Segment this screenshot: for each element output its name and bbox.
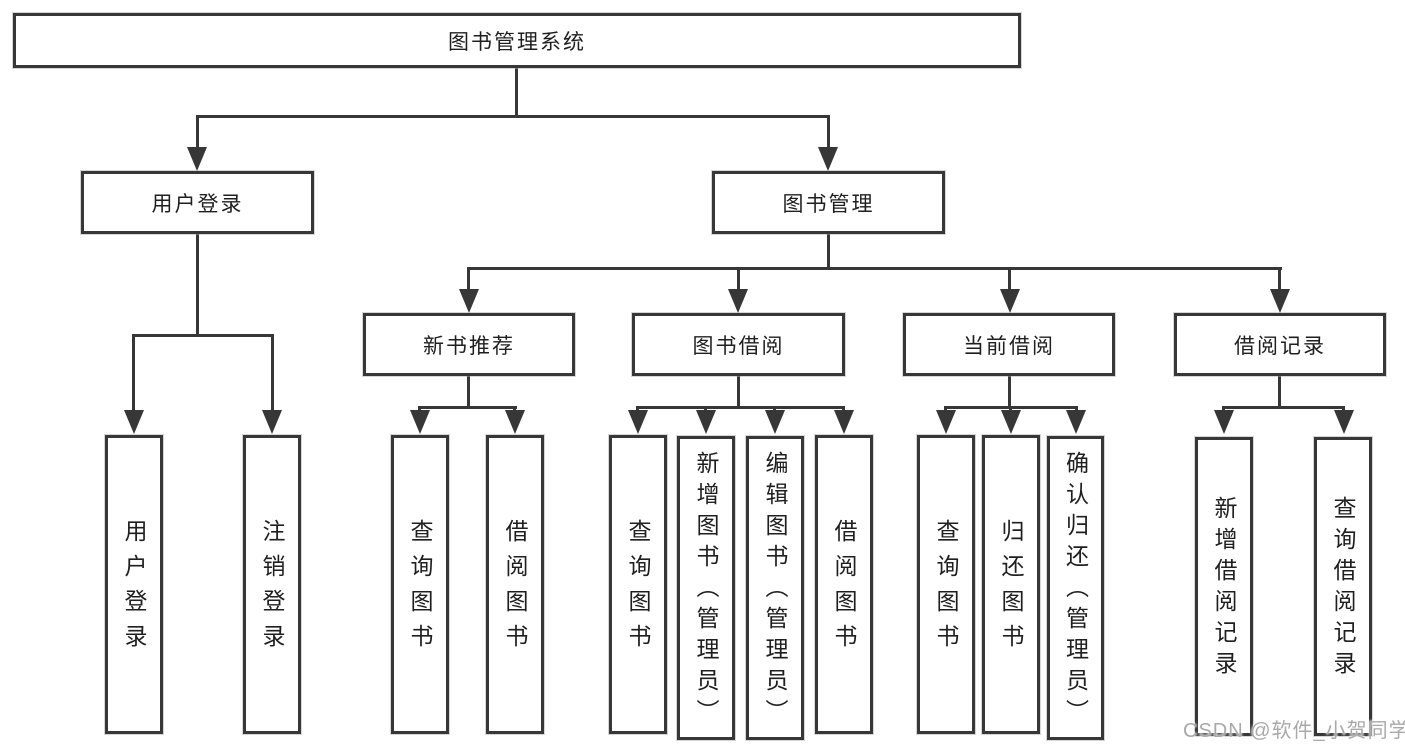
node-label: 新书推荐 xyxy=(423,334,515,358)
leaf-label: 新增图书（管理员） xyxy=(693,451,719,730)
node-label: 图书管理系统 xyxy=(448,30,586,54)
connector-drop-book-borrow xyxy=(737,267,740,291)
connector-borrowrecords-branch xyxy=(1222,406,1345,409)
arrowhead-nb2 xyxy=(505,410,525,434)
arrowhead-cb3 xyxy=(1066,410,1086,434)
node-label: 图书借阅 xyxy=(692,334,785,358)
node-label: 借阅记录 xyxy=(1234,334,1326,358)
leaf-label: 确认归还（管理员） xyxy=(1062,451,1089,730)
arrowhead-current-borrow xyxy=(1000,289,1020,313)
leaf-label: 用户登录 xyxy=(121,518,147,659)
leaf-label: 新增借阅记录 xyxy=(1211,496,1237,682)
leaf-label: 归还图书 xyxy=(998,518,1024,659)
arrowhead-bb3 xyxy=(765,410,785,434)
connector-userlogin-branch xyxy=(132,334,274,337)
leaf-label: 借阅图书 xyxy=(502,518,528,659)
leaf-edit-books-admin: 编辑图书（管理员） xyxy=(746,436,804,740)
arrowhead-cb1 xyxy=(936,410,956,434)
leaf-borrow-books-newbooks: 借阅图书 xyxy=(486,435,544,734)
leaf-return-books: 归还图书 xyxy=(982,435,1040,734)
leaf-user-login: 用户登录 xyxy=(105,435,163,734)
connector-bookmgmt-stem xyxy=(827,234,830,270)
connector-level3-branch xyxy=(468,267,1282,270)
leaf-confirm-return-admin: 确认归还（管理员） xyxy=(1047,436,1104,740)
node-new-book-recommend: 新书推荐 xyxy=(363,313,575,376)
arrowhead-br1 xyxy=(1214,410,1234,434)
leaf-label: 查询图书 xyxy=(933,518,959,659)
connector-drop-new-books xyxy=(467,267,470,291)
node-library-management-system: 图书管理系统 xyxy=(13,13,1021,68)
leaf-label: 借阅图书 xyxy=(831,518,857,659)
arrowhead-cb2 xyxy=(1001,410,1021,434)
connector-drop-borrow-records xyxy=(1278,267,1281,291)
node-book-management: 图书管理 xyxy=(712,171,945,234)
leaf-query-borrow-record: 查询借阅记录 xyxy=(1314,437,1372,736)
leaf-borrow-books-borrowing: 借阅图书 xyxy=(815,435,873,734)
node-label: 用户登录 xyxy=(151,192,244,216)
connector-drop-leaf-logout xyxy=(271,334,274,412)
arrowhead-bb4 xyxy=(834,410,854,434)
leaf-label: 注销登录 xyxy=(259,518,285,659)
leaf-query-books-borrowing: 查询图书 xyxy=(609,435,667,734)
arrowhead-user-login xyxy=(187,147,207,171)
connector-root-branch xyxy=(196,115,830,118)
leaf-label: 查询图书 xyxy=(625,518,651,659)
connector-drop-current-borrow xyxy=(1008,267,1011,291)
connector-bookborrow-branch xyxy=(636,406,845,409)
connector-currentborrow-stem xyxy=(1008,374,1011,408)
leaf-label: 查询借阅记录 xyxy=(1330,496,1356,682)
csdn-watermark: CSDN @软件_小贺同学 xyxy=(1183,720,1405,742)
node-current-borrowing: 当前借阅 xyxy=(903,313,1115,376)
node-label: 图书管理 xyxy=(782,192,875,216)
connector-userlogin-stem xyxy=(196,234,199,336)
connector-root-stem xyxy=(515,68,518,118)
connector-bookborrow-stem xyxy=(737,374,740,408)
arrowhead-borrow-records xyxy=(1270,289,1290,313)
arrowhead-bb2 xyxy=(696,410,716,434)
connector-newbooks-stem xyxy=(467,374,470,408)
leaf-query-books-newbooks: 查询图书 xyxy=(391,435,449,734)
connector-drop-user-login xyxy=(196,115,199,149)
node-label: 当前借阅 xyxy=(963,334,1055,358)
leaf-logout: 注销登录 xyxy=(243,435,301,734)
arrowhead-bb1 xyxy=(628,410,648,434)
node-user-login: 用户登录 xyxy=(81,171,314,234)
arrowhead-new-books xyxy=(459,289,479,313)
connector-drop-leaf-userlogin xyxy=(132,334,135,412)
arrowhead-br2 xyxy=(1334,410,1354,434)
connector-drop-book-mgmt xyxy=(827,115,830,149)
leaf-label: 查询图书 xyxy=(407,518,433,659)
arrowhead-nb1 xyxy=(410,410,430,434)
connector-newbooks-branch xyxy=(418,406,517,409)
arrowhead-book-mgmt xyxy=(818,147,838,171)
arrowhead-leaf-userlogin xyxy=(124,410,144,434)
leaf-add-borrow-record: 新增借阅记录 xyxy=(1195,437,1253,736)
node-book-borrowing: 图书借阅 xyxy=(632,313,845,376)
arrowhead-book-borrow xyxy=(728,289,748,313)
node-borrowing-records: 借阅记录 xyxy=(1174,313,1386,376)
connector-borrowrecords-stem xyxy=(1278,374,1281,408)
leaf-add-books-admin: 新增图书（管理员） xyxy=(677,436,735,740)
leaf-label: 编辑图书（管理员） xyxy=(762,451,788,730)
leaf-query-books-current: 查询图书 xyxy=(917,435,975,734)
arrowhead-leaf-logout xyxy=(262,410,282,434)
